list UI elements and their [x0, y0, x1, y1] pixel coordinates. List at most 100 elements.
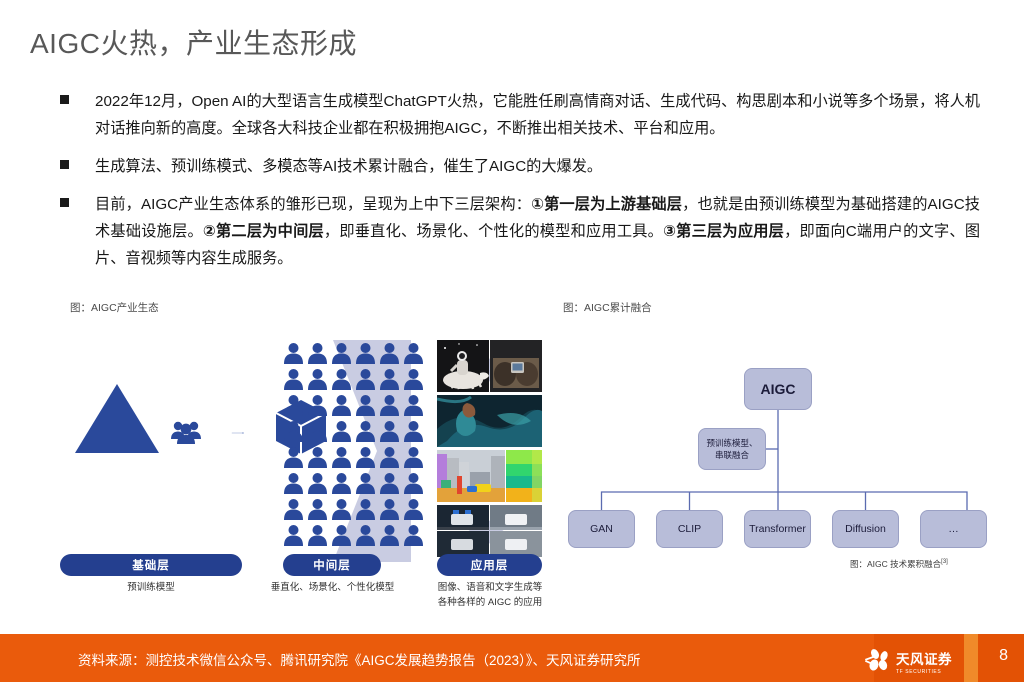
bullet-seg-prefix: 目前，AIGC产业生态体系的雏形已现，呈现为上中下三层架构： [95, 196, 532, 213]
layer-sub-application-line1: 图像、语音和文字生成等 [437, 582, 543, 593]
thumbnail-surveillance-camera-grid [437, 505, 542, 557]
person-icon [332, 499, 351, 520]
person-icon [308, 525, 327, 546]
right-figure-caption: 图：AIGC累计融合 [563, 302, 652, 314]
bullet-item: 2022年12月，Open AI的大型语言生成模型ChatGPT火热，它能胜任刷… [60, 88, 980, 142]
triangle-shape-icon [75, 384, 159, 453]
layer-pill-application: 应用层 [437, 554, 542, 576]
person-icon [356, 395, 375, 416]
person-icon [356, 343, 375, 364]
person-icon [308, 499, 327, 520]
people-group-icon [171, 421, 201, 444]
person-icon [404, 499, 423, 520]
bullet-seg-bold-2: ②第二层为中间层 [202, 223, 324, 240]
bullet-text-rich: 目前，AIGC产业生态体系的雏形已现，呈现为上中下三层架构：①第一层为上游基础层… [95, 191, 980, 272]
person-icon [380, 395, 399, 416]
people-grid [283, 342, 424, 550]
aigc-technology-tree-diagram: AIGC 预训练模型、 串联融合 GAN CLIP Transformer Di… [560, 350, 1010, 600]
layer-sub-foundation: 预训练模型 [127, 582, 175, 593]
bullet-item: 生成算法、预训练模式、多模态等AI技术累计融合，催生了AIGC的大爆发。 [60, 153, 980, 180]
person-icon [380, 421, 399, 442]
person-icon [380, 499, 399, 520]
tree-node-diffusion: Diffusion [832, 510, 899, 548]
left-figure-caption: 图：AIGC产业生态 [70, 302, 159, 314]
person-icon [284, 395, 303, 416]
bullet-seg-bold-3: ③第三层为应用层 [663, 223, 785, 240]
tree-node-pretrain-line1: 预训练模型、 [706, 438, 758, 448]
person-icon [404, 395, 423, 416]
logo-english-name: TF SECURITIES [896, 669, 942, 675]
person-icon [356, 369, 375, 390]
tree-node-transformer: Transformer [744, 510, 811, 548]
tree-node-clip: CLIP [656, 510, 723, 548]
person-icon [308, 369, 327, 390]
bullet-text: 生成算法、预训练模式、多模态等AI技术累计融合，催生了AIGC的大爆发。 [95, 158, 603, 175]
layer-sub-application-line2: 各种各样的 AIGC 的应用 [437, 597, 543, 608]
person-icon [404, 473, 423, 494]
person-icon [404, 369, 423, 390]
person-icon [308, 447, 327, 468]
aigc-industry-ecosystem-diagram: 基础层 预训练模型 中间层 垂直化、场景化、个性化模型 应用层 图像、语音和文字… [55, 322, 560, 608]
person-icon [284, 447, 303, 468]
person-icon [380, 369, 399, 390]
person-icon [332, 473, 351, 494]
person-icon [308, 473, 327, 494]
person-icon [284, 369, 303, 390]
thumbnail-abstract-teal-art [437, 395, 542, 447]
person-icon [404, 343, 423, 364]
bullet-list: 2022年12月，Open AI的大型语言生成模型ChatGPT火热，它能胜任刷… [60, 88, 980, 283]
tree-diagram-caption: 图：AIGC 技术累积融合[3] [850, 558, 948, 570]
application-thumbnails [437, 340, 542, 560]
page-number: 8 [999, 647, 1008, 664]
person-icon [380, 343, 399, 364]
tree-node-pretrain: 预训练模型、 串联融合 [698, 428, 766, 470]
footer-band-dark [874, 634, 1024, 682]
person-icon [284, 473, 303, 494]
person-icon [356, 447, 375, 468]
footer-band-light [964, 634, 978, 682]
tree-node-gan: GAN [568, 510, 635, 548]
tree-diagram-caption-sup: [3] [941, 559, 948, 566]
bullet-seg-bold-1: ①第一层为上游基础层 [531, 196, 683, 213]
tree-node-ellipsis: … [920, 510, 987, 548]
person-icon [404, 525, 423, 546]
arrow-right-icon [231, 432, 244, 434]
person-icon [356, 473, 375, 494]
logo-chinese-name: 天风证券 [896, 652, 952, 667]
layer-pill-foundation: 基础层 [60, 554, 242, 576]
source-text: 资料来源：测控技术微信公众号、腾讯研究院《AIGC发展趋势报告（2023）》、天… [78, 653, 641, 668]
bullet-seg-mid-2: ，即垂直化、场景化、个性化的模型和应用工具。 [323, 223, 664, 240]
tf-securities-logo-icon [864, 649, 888, 671]
person-icon [404, 447, 423, 468]
person-icon [284, 421, 303, 442]
tree-connector-lines [600, 410, 968, 510]
person-icon [356, 525, 375, 546]
person-icon [356, 421, 375, 442]
bullet-marker-icon [60, 95, 69, 104]
person-icon [332, 525, 351, 546]
person-icon [404, 421, 423, 442]
person-icon [380, 525, 399, 546]
person-icon [356, 499, 375, 520]
person-icon [284, 499, 303, 520]
person-icon [308, 395, 327, 416]
footer-bar: 资料来源：测控技术微信公众号、腾讯研究院《AIGC发展趋势报告（2023）》、天… [0, 634, 1024, 682]
person-icon [380, 447, 399, 468]
tree-node-pretrain-line2: 串联融合 [714, 450, 749, 460]
tree-diagram-caption-text: 图：AIGC 技术累积融合 [850, 559, 942, 569]
layer-sub-application: 图像、语音和文字生成等 各种各样的 AIGC 的应用 [425, 580, 555, 610]
person-icon [380, 473, 399, 494]
bullet-text: 2022年12月，Open AI的大型语言生成模型ChatGPT火热，它能胜任刷… [95, 93, 980, 137]
layer-sub-middle: 垂直化、场景化、个性化模型 [270, 582, 395, 593]
person-icon [284, 343, 303, 364]
person-icon [332, 447, 351, 468]
tree-node-root: AIGC [744, 368, 812, 410]
person-icon [332, 421, 351, 442]
person-icon [332, 395, 351, 416]
person-icon [284, 525, 303, 546]
layer-pill-middle: 中间层 [283, 554, 381, 576]
person-icon [332, 369, 351, 390]
tf-securities-logo-text: 天风证券 TF SECURITIES [896, 648, 952, 675]
bullet-marker-icon [60, 160, 69, 169]
